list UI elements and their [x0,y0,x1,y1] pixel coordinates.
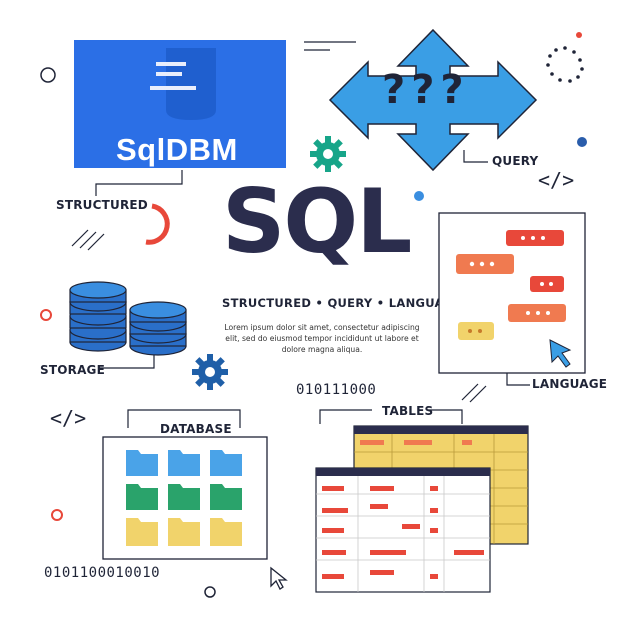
label-storage: STORAGE [40,363,106,377]
description: Lorem ipsum dolor sit amet, consectetur … [224,323,420,354]
gear-icon [192,354,228,390]
database-stack-icon [69,281,187,356]
cursor-icon [549,339,572,368]
chat-bubble-icon [456,230,566,340]
folder-icon [126,450,242,546]
cursor-icon [270,566,288,590]
brand-name: SqlDBM [116,132,238,167]
arrows-icon [328,28,538,172]
binary-top: 010111000 [296,382,377,398]
question-marks: ??? [382,67,470,113]
gear-icon [310,136,346,172]
subtitle: STRUCTURED • QUERY • LANGUAGE [222,296,462,310]
code-icon: </> [50,406,87,430]
label-language: LANGUAGE [532,377,608,391]
tables-icon [315,425,529,593]
page-title: SQL [222,170,412,273]
database-logo-icon [150,48,216,120]
label-tables: TABLES [382,404,434,418]
binary-bottom: 0101100010010 [44,565,161,581]
database-panel [102,436,268,560]
language-panel [438,212,586,374]
label-database: DATABASE [160,422,232,436]
label-structured: STRUCTURED [56,198,148,212]
code-icon: </> [538,168,575,192]
label-query: QUERY [492,154,539,168]
